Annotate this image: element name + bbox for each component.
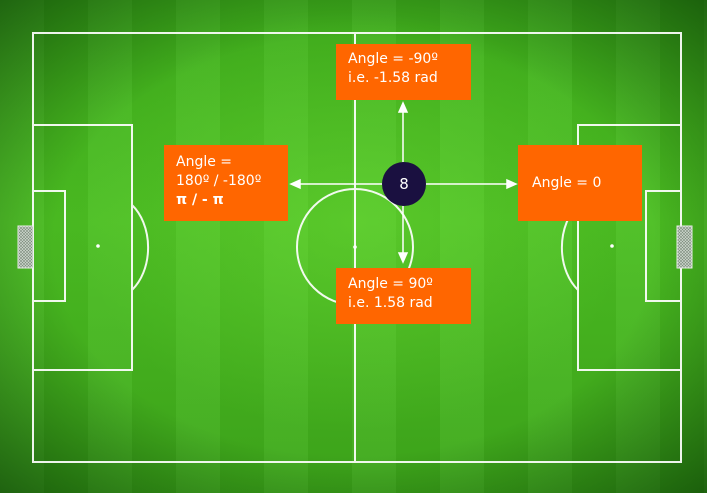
angle-down-line1: Angle = 90º [348,276,433,292]
angle-left-line1: Angle = [176,154,233,170]
angle-label-up: Angle = -90º i.e. -1.58 rad [336,44,471,100]
angle-up-line2: i.e. -1.58 rad [348,70,438,86]
angle-left-line2: 180º / -180º [176,173,262,189]
center-spot [353,245,357,249]
angle-left-line3: π / - π [176,192,224,208]
angle-label-left: Angle = 180º / -180º π / - π [164,145,288,221]
arrowhead-right [506,178,518,190]
player-number: 8 [399,175,409,193]
left-penalty-area [32,124,133,371]
angle-right-line1: Angle = 0 [532,175,602,191]
arrowhead-left [289,178,301,190]
arrowhead-down [397,252,409,264]
right-penalty-spot [610,244,614,248]
angle-up-line1: Angle = -90º [348,51,438,67]
left-penalty-arc [131,204,150,291]
angle-label-down: Angle = 90º i.e. 1.58 rad [336,268,471,324]
right-goal-area [645,190,682,302]
left-goal-net [17,225,34,269]
arrowhead-up [397,101,409,113]
left-goal-area [32,190,66,302]
left-penalty-spot [96,244,100,248]
angle-label-right: Angle = 0 [518,145,642,221]
right-goal-net [676,225,693,269]
angle-down-line2: i.e. 1.58 rad [348,295,433,311]
player-marker: 8 [382,162,426,206]
